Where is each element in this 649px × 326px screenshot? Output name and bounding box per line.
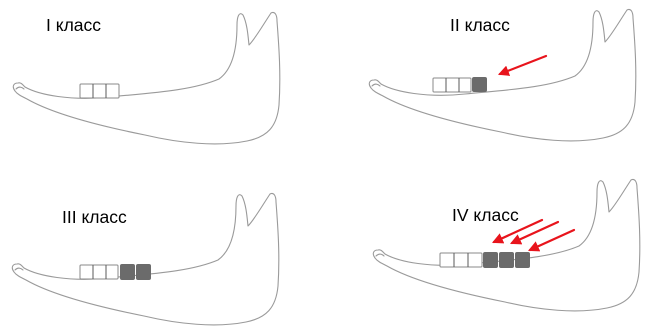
panel-label: I класс	[46, 15, 101, 35]
tooth-block	[80, 265, 118, 279]
remaining-teeth	[80, 84, 119, 98]
red-arrow-icon	[500, 56, 546, 74]
remaining-teeth	[440, 253, 482, 267]
jaw-outline	[373, 179, 640, 310]
remaining-teeth	[80, 265, 118, 279]
panel-label: III класс	[62, 207, 127, 227]
missing-tooth	[483, 252, 498, 268]
missing-tooth	[515, 252, 530, 268]
tooth-block	[80, 84, 119, 98]
indicator-arrows	[500, 56, 546, 74]
missing-tooth	[499, 252, 514, 268]
panel-class-2: II класс	[369, 9, 636, 140]
missing-teeth	[483, 252, 530, 268]
panel-class-1: I класс	[13, 12, 280, 143]
missing-tooth	[120, 264, 135, 280]
panel-label: II класс	[450, 15, 510, 35]
red-arrow-icon	[530, 230, 574, 250]
jaw-outline	[12, 193, 279, 324]
tooth-block	[440, 253, 482, 267]
remaining-teeth	[433, 78, 471, 92]
missing-tooth	[472, 77, 487, 92]
missing-teeth	[120, 264, 151, 280]
missing-teeth	[472, 77, 487, 92]
panel-label: IV класс	[452, 205, 519, 225]
panel-class-4: IV класс	[373, 179, 640, 310]
panel-class-3: III класс	[12, 193, 279, 324]
missing-tooth	[136, 264, 151, 280]
tooth-block	[433, 78, 471, 92]
